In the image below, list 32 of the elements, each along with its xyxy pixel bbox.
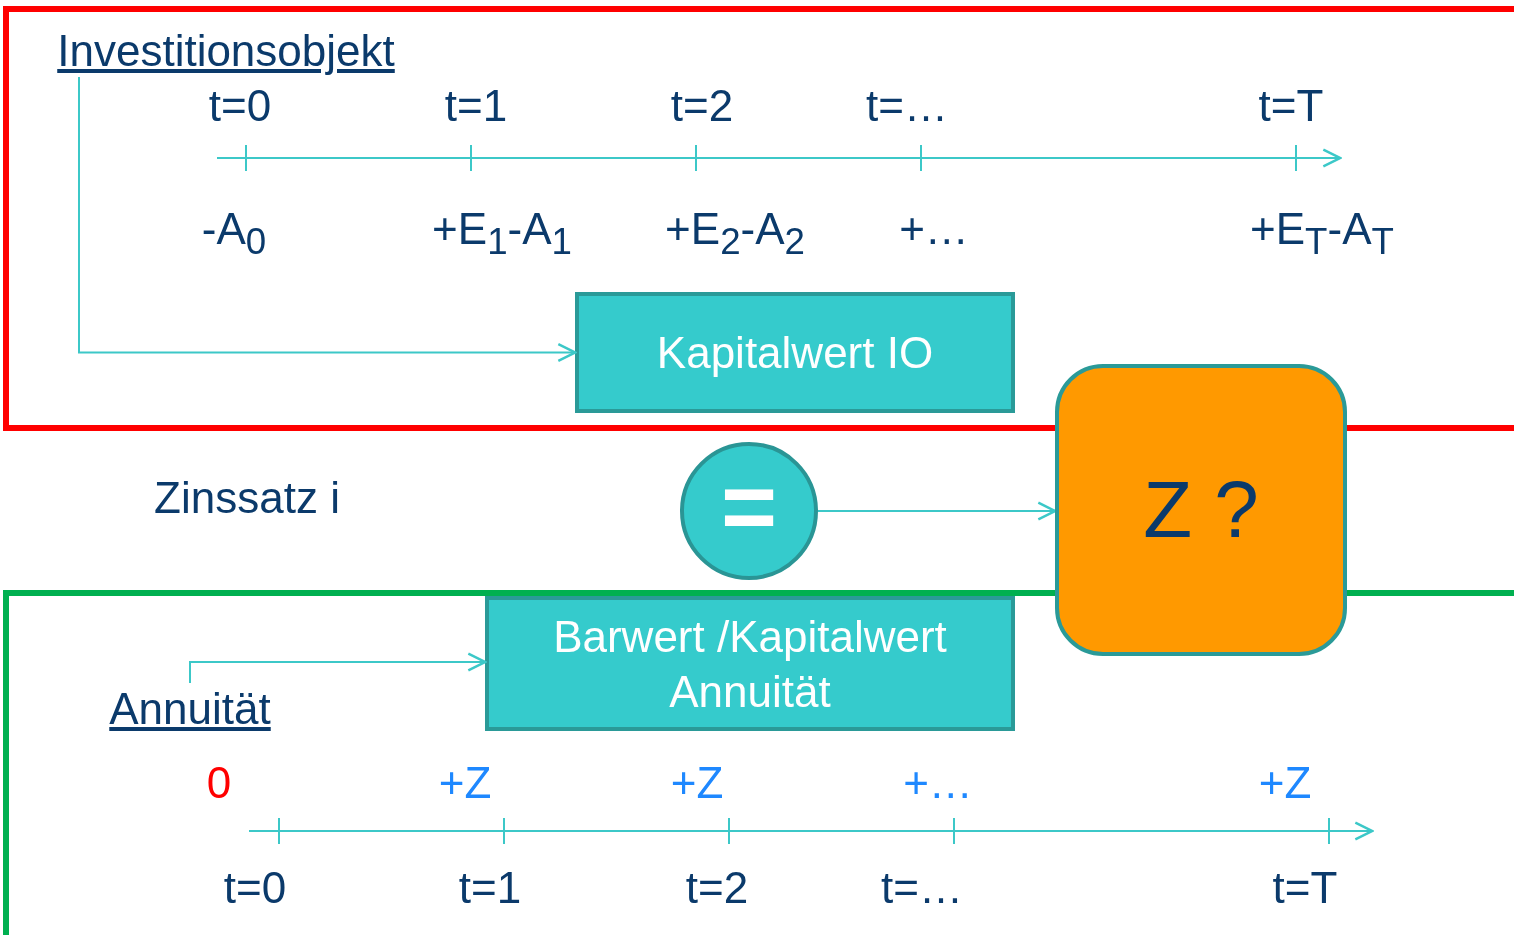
frame <box>3 6 1514 431</box>
payment-label: +Z <box>438 759 492 808</box>
arrow <box>189 652 487 684</box>
equals-circle: = <box>680 442 818 580</box>
interest-rate-label: Zinssatz i <box>154 474 340 523</box>
frame <box>3 590 1514 935</box>
time-label: t=0 <box>208 82 272 131</box>
process-box: Barwert /Kapitalwert Annuität <box>485 596 1015 731</box>
arrow <box>78 76 577 363</box>
time-label: t=… <box>881 864 963 913</box>
arrow <box>817 501 1057 521</box>
payment-label: +… <box>903 759 973 808</box>
time-label: t=2 <box>685 864 749 913</box>
time-label: t=1 <box>458 864 522 913</box>
time-label: t=… <box>866 82 948 131</box>
cash-flow-label: +E$_{2}$-A$_{2}$ <box>665 205 805 263</box>
time-label: t=0 <box>223 864 287 913</box>
time-label: t=2 <box>670 82 734 131</box>
cash-flow-label: +E$_{T}$-A$_{T}$ <box>1250 205 1394 263</box>
result-box: Z ? <box>1055 364 1347 656</box>
process-box: Kapitalwert IO <box>575 292 1015 413</box>
time-label: t=T <box>1258 82 1324 131</box>
cash-flow-label: +E$_{1}$-A$_{1}$ <box>432 205 572 263</box>
heading-text: Annuität <box>100 683 280 735</box>
time-label: t=T <box>1272 864 1338 913</box>
heading-text: Investitionsobjekt <box>40 25 412 77</box>
payment-label: +Z <box>1258 759 1312 808</box>
cash-flow-label: +… <box>899 205 969 254</box>
time-label: t=1 <box>444 82 508 131</box>
payment-label: +Z <box>670 759 724 808</box>
payment-label: 0 <box>206 759 232 808</box>
cash-flow-label: -A$_{0}$ <box>201 205 267 263</box>
